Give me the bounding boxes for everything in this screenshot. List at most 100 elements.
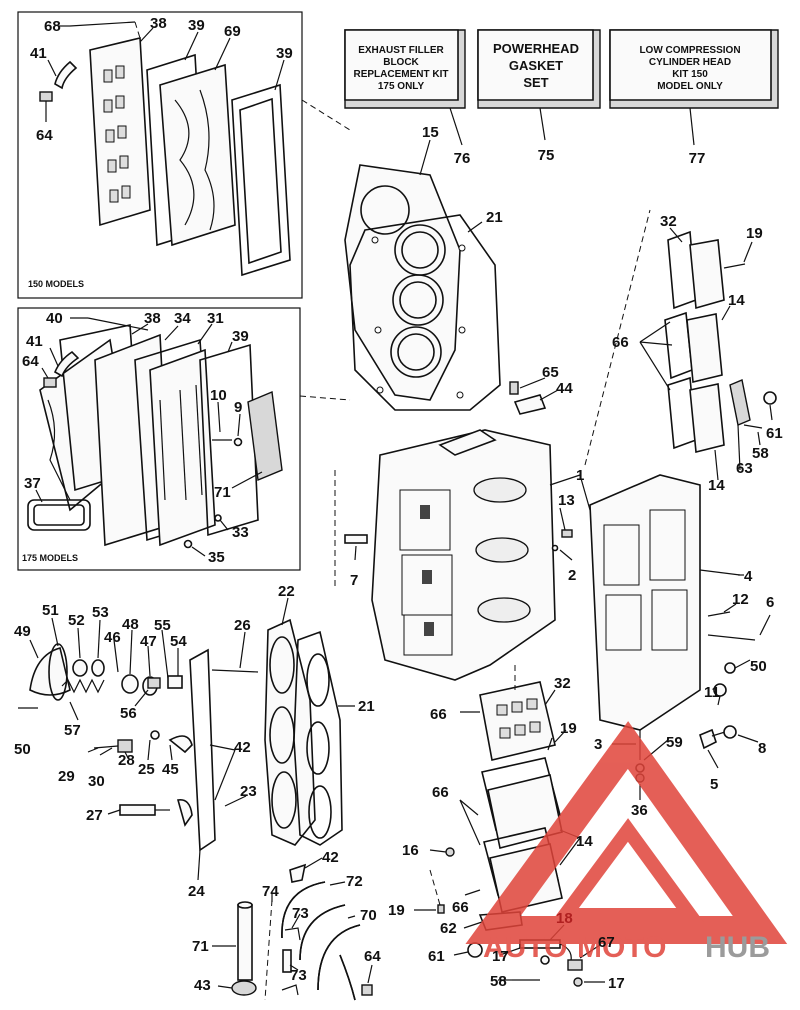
part-label: 46 <box>104 629 121 646</box>
part-label: 66 <box>432 784 449 801</box>
part-label: 5 <box>710 776 718 793</box>
kit-77-line-2: CYLINDER HEAD <box>649 57 731 68</box>
kit-77-line-3: KIT 150 <box>672 69 708 80</box>
part-label: 59 <box>666 734 683 751</box>
part-label: 42 <box>234 739 251 756</box>
part-label: 39 <box>188 17 205 34</box>
part-label: 14 <box>576 833 593 850</box>
part-label: 37 <box>24 475 41 492</box>
part-label: 55 <box>154 617 171 634</box>
powerhead-gasket-set-box: POWERHEAD GASKET SET <box>477 29 601 109</box>
part-label: 16 <box>402 842 419 859</box>
kit-77-line-4: MODEL ONLY <box>657 81 723 92</box>
part-label: 68 <box>44 18 61 35</box>
kit-76-line-2: BLOCK <box>383 57 419 68</box>
part-label: 66 <box>452 899 469 916</box>
exhaust-filler-kit-box: EXHAUST FILLER BLOCK REPLACEMENT KIT 175… <box>344 29 466 109</box>
part-label: 66 <box>430 706 447 723</box>
part-label: 26 <box>234 617 251 634</box>
part-label: 52 <box>68 612 85 629</box>
part-label: 14 <box>728 292 745 309</box>
part-label: 17 <box>608 975 625 992</box>
part-label: 62 <box>440 920 457 937</box>
part-label: 29 <box>58 768 75 785</box>
low-compression-kit-box: LOW COMPRESSION CYLINDER HEAD KIT 150 MO… <box>609 29 779 109</box>
kit-75-line-1: POWERHEAD <box>493 41 579 56</box>
watermark-word-hub: HUB <box>705 931 770 964</box>
part-label: 51 <box>42 602 59 619</box>
part-label: 69 <box>224 23 241 40</box>
part-label: 7 <box>350 572 358 589</box>
cylinder-block <box>371 429 556 681</box>
part-label: 73 <box>292 905 309 922</box>
kit-75-line-2: GASKET <box>509 58 563 73</box>
part-label: 64 <box>36 127 53 144</box>
part-label: 33 <box>232 524 249 541</box>
part-label: 64 <box>364 948 381 965</box>
part-label: 50 <box>750 658 767 675</box>
inset-175-models: 175 MODELS <box>17 307 301 571</box>
part-label: 21 <box>358 698 375 715</box>
part-label: 63 <box>736 460 753 477</box>
part-label: 12 <box>732 591 749 608</box>
part-label: 35 <box>208 549 225 566</box>
inset-150-label: 150 MODELS <box>28 279 84 289</box>
part-label: 61 <box>766 425 783 442</box>
kit-76-line-4: 175 ONLY <box>378 81 425 92</box>
crankcase-half <box>589 474 756 731</box>
part-label: 1 <box>576 467 584 484</box>
part-label: 64 <box>22 353 39 370</box>
part-label: 6 <box>766 594 774 611</box>
part-label: 38 <box>144 310 161 327</box>
part-label: 44 <box>556 380 573 397</box>
part-label: 8 <box>758 740 766 757</box>
part-label: 72 <box>346 873 363 890</box>
part-label: 54 <box>170 633 187 650</box>
part-label: 19 <box>746 225 763 242</box>
kit-number-75: 75 <box>538 147 555 164</box>
kit-75-line-3: SET <box>523 75 548 90</box>
part-label: 32 <box>660 213 677 230</box>
watermark-word-auto: AUTO <box>483 931 567 964</box>
part-label: 23 <box>240 783 257 800</box>
part-label: 19 <box>560 720 577 737</box>
part-label: 73 <box>290 967 307 984</box>
part-label: 71 <box>214 484 231 501</box>
part-label: 74 <box>262 883 279 900</box>
kit-number-76: 76 <box>454 150 471 167</box>
part-label: 4 <box>744 568 753 585</box>
part-label: 70 <box>360 907 377 924</box>
inset-175-label: 175 MODELS <box>22 553 78 563</box>
part-label: 10 <box>210 387 227 404</box>
kit-76-line-3: REPLACEMENT KIT <box>354 69 449 80</box>
part-label: 56 <box>120 705 137 722</box>
part-label: 49 <box>14 623 31 640</box>
part-label: 57 <box>64 722 81 739</box>
kit-number-77: 77 <box>689 150 706 167</box>
part-label: 31 <box>207 310 224 327</box>
part-label: 15 <box>422 124 439 141</box>
reed-valve-stack-upper <box>639 227 777 481</box>
part-label: 43 <box>194 977 211 994</box>
part-label: 18 <box>556 910 573 927</box>
part-label: 65 <box>542 364 559 381</box>
part-label: 58 <box>490 973 507 990</box>
thermostat-group <box>18 617 247 881</box>
kit-76-line-1: EXHAUST FILLER <box>358 45 444 56</box>
part-label: 36 <box>631 802 648 819</box>
kit-77-line-1: LOW COMPRESSION <box>639 45 740 56</box>
part-label: 50 <box>14 741 31 758</box>
watermark-triangle <box>465 721 788 944</box>
part-label: 47 <box>140 633 157 650</box>
part-label: 58 <box>752 445 769 462</box>
part-label: 41 <box>30 45 47 62</box>
part-label: 2 <box>568 567 576 584</box>
watermark-logo: AUTO MOTO HUB <box>465 721 788 964</box>
hose-group <box>212 857 373 1001</box>
part-label: 9 <box>234 399 242 416</box>
inset-150-models: 150 MODELS <box>17 11 303 299</box>
part-label: 66 <box>612 334 629 351</box>
part-number-labels: 68 38 39 69 39 41 64 15 21 40 38 34 31 3… <box>14 15 783 994</box>
part-label: 27 <box>86 807 103 824</box>
